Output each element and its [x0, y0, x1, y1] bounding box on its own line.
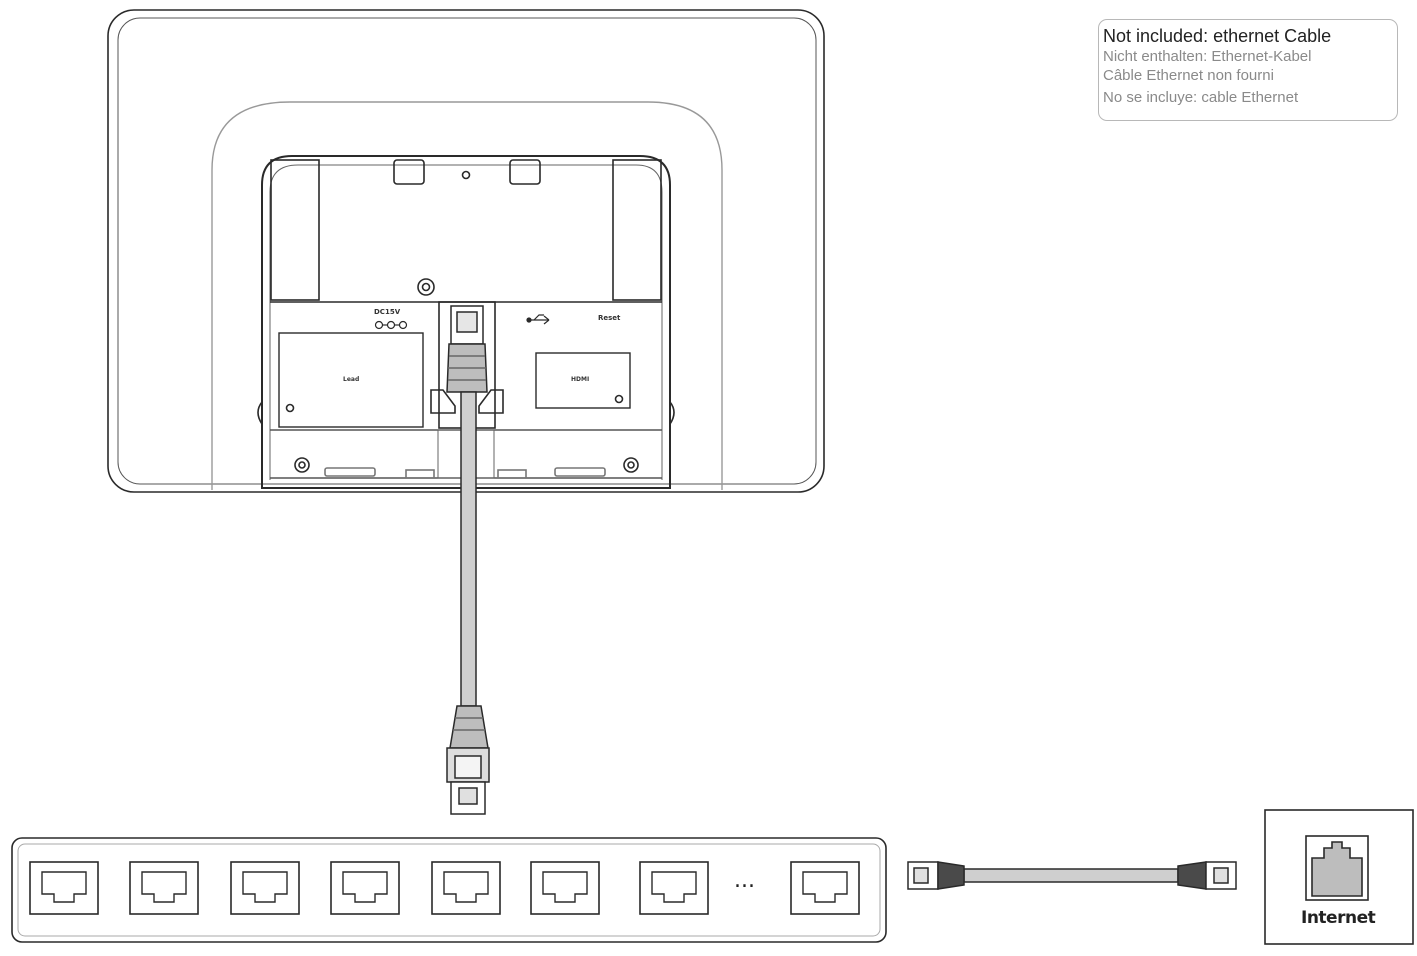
- reset-label: Reset: [598, 314, 621, 322]
- horizontal-ethernet-cable: [907, 861, 1237, 890]
- vertical-ethernet-cable: [460, 391, 477, 707]
- rj45-port-icon: [542, 871, 588, 903]
- switch-port-1: [29, 861, 99, 915]
- rj45-port-icon: [802, 871, 848, 903]
- usb-icon: [526, 314, 550, 325]
- bottom-screw-right: [623, 457, 639, 473]
- internet-label: Internet: [1301, 908, 1376, 928]
- rj45-port-icon: [242, 871, 288, 903]
- rear-compartment: [261, 155, 671, 489]
- top-clip-left: [393, 159, 425, 185]
- switch-port-5: [431, 861, 501, 915]
- device-ethernet-plug: [446, 305, 488, 393]
- switch-port-2: [129, 861, 199, 915]
- device-stand: [211, 101, 723, 490]
- rj45-port-icon: [443, 871, 489, 903]
- rj45-port-icon: [651, 871, 697, 903]
- left-panel: [278, 332, 424, 428]
- screw: [417, 278, 435, 296]
- note-title: Not included: ethernet Cable: [1103, 26, 1332, 46]
- not-included-note: Not included: ethernet Cable Nicht entha…: [1098, 19, 1398, 121]
- right-side-block: [612, 159, 662, 301]
- top-clip-right: [509, 159, 541, 185]
- switch-port-4: [330, 861, 400, 915]
- internet-wall-outlet: [1264, 809, 1414, 945]
- bottom-screw-left: [294, 457, 310, 473]
- left-side-block: [270, 159, 320, 301]
- power-symbol-icon: [374, 320, 408, 330]
- switch-port-7: [639, 861, 709, 915]
- left-panel-label: Lead: [343, 376, 360, 383]
- internet-port-icon: [1311, 841, 1363, 897]
- note-line-fr: Câble Ethernet non fourni: [1103, 67, 1274, 84]
- note-line-es: No se incluye: cable Ethernet: [1103, 89, 1299, 106]
- note-line-de: Nicht enthalten: Ethernet-Kabel: [1103, 48, 1312, 65]
- switch-ports: [29, 861, 860, 915]
- rj45-port-icon: [342, 871, 388, 903]
- right-panel-label: HDMI: [571, 376, 590, 383]
- switch-port-6: [530, 861, 600, 915]
- rj45-port-icon: [141, 871, 187, 903]
- power-port-label: DC15V: [374, 308, 401, 316]
- switch-port-3: [230, 861, 300, 915]
- right-panel: [535, 352, 631, 409]
- switch-ellipsis: ...: [734, 868, 755, 893]
- rj45-port-icon: [41, 871, 87, 903]
- switch-port-8: [790, 861, 860, 915]
- switch-ethernet-plug: [446, 705, 490, 815]
